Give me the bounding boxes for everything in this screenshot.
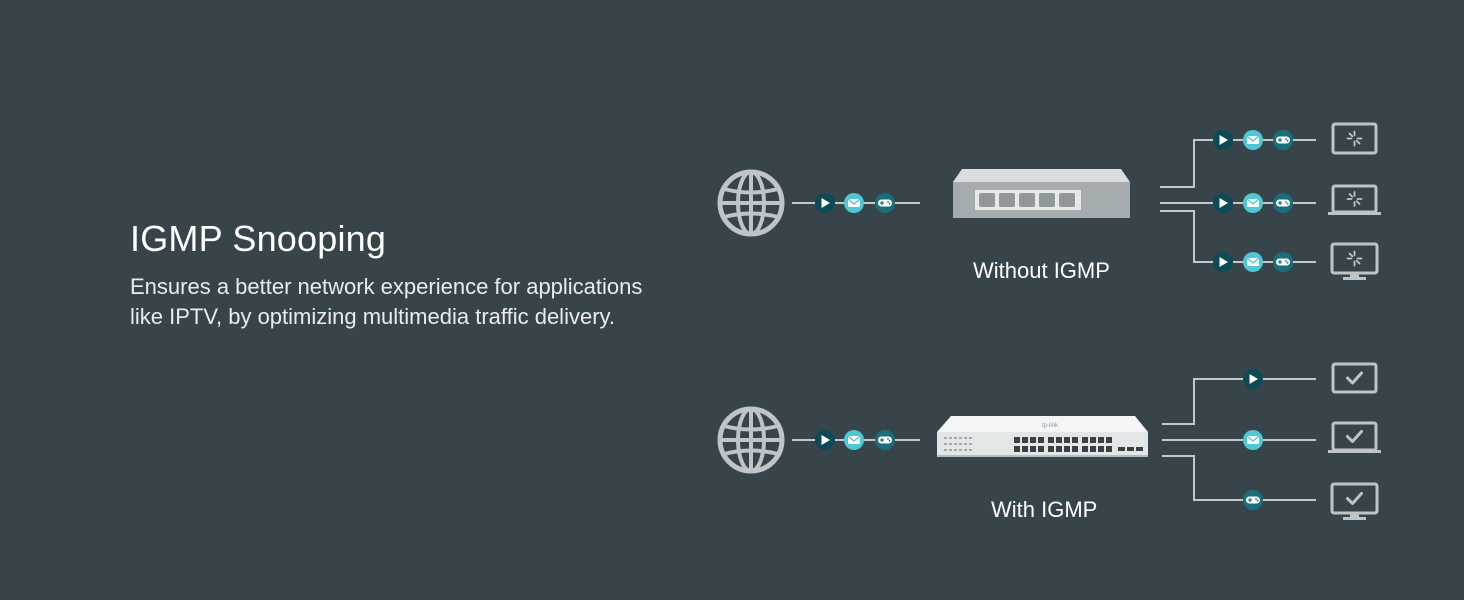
game-stream-icon — [875, 193, 895, 213]
page-title: IGMP Snooping — [130, 218, 387, 259]
internet-globe-icon — [720, 172, 782, 234]
video-stream-icon — [815, 193, 835, 213]
mail-stream-icon — [1242, 251, 1264, 273]
mail-stream-icon — [1242, 129, 1264, 151]
mail-stream-icon — [843, 192, 865, 214]
basic-switch-icon — [953, 169, 1130, 218]
managed-switch-icon: tp-link — [937, 416, 1148, 457]
game-stream-icon — [1273, 130, 1293, 150]
switch-logo: tp-link — [1042, 423, 1059, 429]
without-igmp-diagram — [720, 122, 1381, 280]
mail-stream-icon — [1242, 192, 1264, 214]
mail-stream-icon — [843, 429, 865, 451]
caption-with-igmp: With IGMP — [991, 497, 1098, 522]
caption-without-igmp: Without IGMP — [973, 258, 1110, 283]
tv-check-icon — [1331, 362, 1378, 394]
desktop-check-icon — [1330, 482, 1379, 520]
with-igmp-diagram: tp-link — [720, 362, 1381, 520]
video-stream-icon — [1213, 130, 1233, 150]
video-stream-icon — [815, 430, 835, 450]
video-stream-icon — [1213, 252, 1233, 272]
page-description: Ensures a better network experience for … — [130, 274, 643, 329]
video-stream-icon — [1213, 193, 1233, 213]
desktop-loading-icon — [1330, 242, 1379, 280]
laptop-check-icon — [1328, 421, 1381, 453]
game-stream-icon — [1243, 490, 1263, 510]
tv-loading-icon — [1331, 122, 1378, 155]
laptop-loading-icon — [1328, 184, 1381, 215]
game-stream-icon — [1273, 252, 1293, 272]
internet-globe-icon — [720, 409, 782, 471]
mail-stream-icon — [1242, 429, 1264, 451]
game-stream-icon — [875, 430, 895, 450]
game-stream-icon — [1273, 193, 1293, 213]
video-stream-icon — [1243, 369, 1263, 389]
